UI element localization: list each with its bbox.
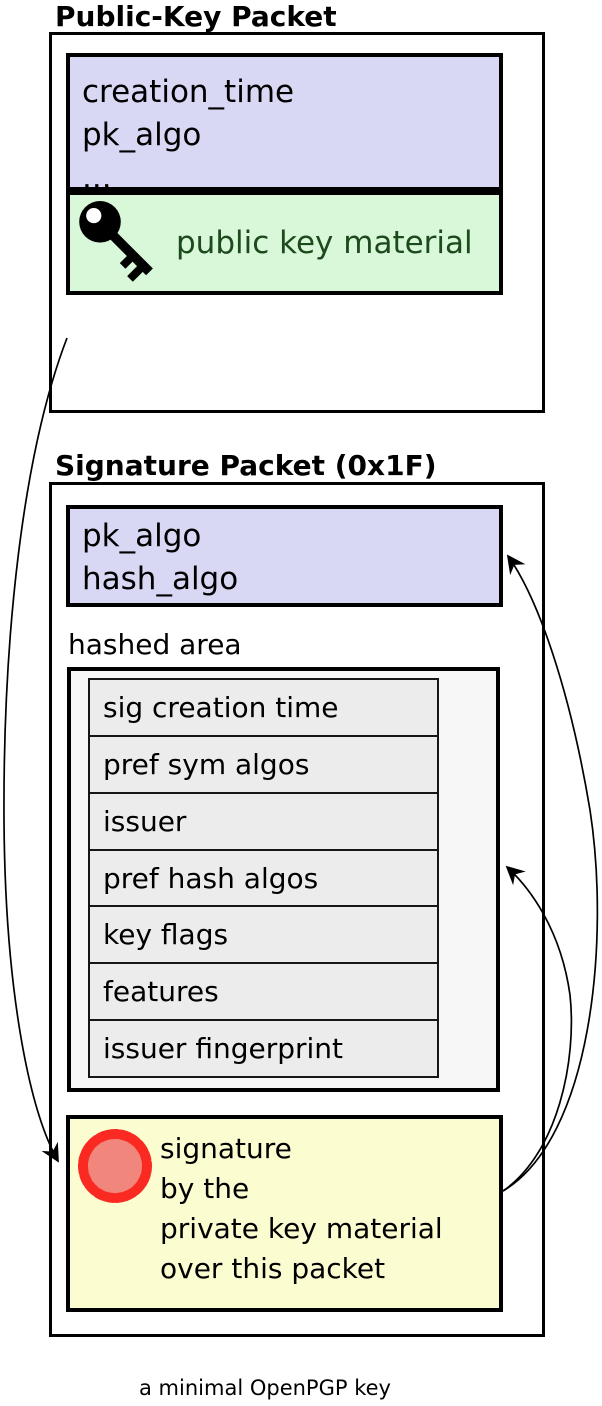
field-creation-time: creation_time [82, 74, 295, 110]
signature-line-2: by the [160, 1172, 250, 1205]
field-pk-algo-sig: pk_algo [82, 518, 202, 554]
subpackets-table: sig creation time pref sym algos issuer … [88, 678, 439, 1078]
subpacket-row-pref-sym-algos: pref sym algos [90, 737, 437, 794]
hashed-area-label: hashed area [68, 628, 242, 661]
signature-fields-box: pk_algo hash_algo [66, 505, 503, 607]
diagram-caption: a minimal OpenPGP key [139, 1376, 391, 1400]
field-pk-algo: pk_algo [82, 117, 202, 153]
signature-value-box: signature by the private key material ov… [66, 1115, 503, 1312]
signature-line-3: private key material [160, 1212, 443, 1245]
signature-description: signature by the private key material ov… [160, 1129, 443, 1289]
subpacket-row-key-flags: key flags [90, 907, 437, 965]
key-icon [76, 196, 164, 290]
subpacket-row-issuer-fingerprint: issuer fingerprint [103, 1032, 344, 1066]
signature-line-4: over this packet [160, 1252, 386, 1285]
signature-packet-title: Signature Packet (0x1F) [55, 449, 437, 482]
wax-seal-icon [74, 1125, 156, 1211]
public-key-fields-box: creation_time pk_algo ... [66, 53, 503, 196]
subpacket-row-issuer: issuer [90, 794, 437, 851]
subpacket-row-pref-hash-algos: pref hash algos [90, 851, 437, 908]
field-hash-algo: hash_algo [82, 561, 239, 597]
signature-line-1: signature [160, 1132, 292, 1165]
subpacket-row-sig-creation-time: sig creation time [90, 680, 437, 737]
public-key-material-box: public key material [66, 191, 503, 295]
field-ellipsis: ... [82, 160, 112, 196]
public-key-material-label: public key material [176, 225, 473, 261]
public-key-packet-title: Public-Key Packet [55, 0, 337, 33]
subpacket-row-features: features [90, 964, 437, 1022]
